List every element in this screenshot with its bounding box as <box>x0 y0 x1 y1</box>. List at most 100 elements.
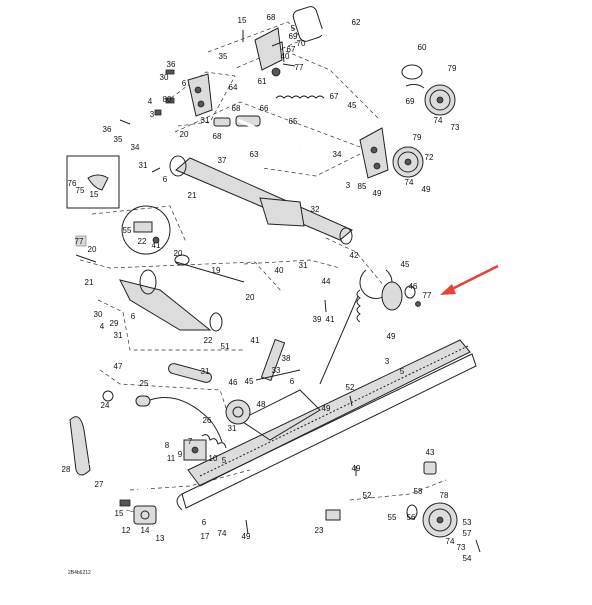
callout-73: 73 <box>457 543 466 552</box>
callout-63: 63 <box>250 150 259 159</box>
inset-box-76 <box>66 155 120 209</box>
spring-washers-65 <box>213 95 325 127</box>
callout-69: 69 <box>289 32 298 41</box>
inset-circle-55 <box>121 205 171 255</box>
figure-code: 2B4b6212 <box>68 570 91 576</box>
callout-3: 3 <box>150 110 155 119</box>
callout-75: 75 <box>76 186 85 195</box>
callout-38: 38 <box>282 354 291 363</box>
callout-7: 7 <box>188 437 193 446</box>
callout-21: 21 <box>85 278 94 287</box>
callout-41: 41 <box>251 336 260 345</box>
callout-37: 37 <box>218 156 227 165</box>
callout-11: 11 <box>167 454 176 463</box>
callout-20: 20 <box>180 130 189 139</box>
callout-44: 44 <box>322 277 331 286</box>
callout-31: 31 <box>114 331 123 340</box>
callout-29: 29 <box>110 319 119 328</box>
callout-20: 20 <box>88 245 97 254</box>
callout-6: 6 <box>163 175 168 184</box>
callout-6: 6 <box>290 377 295 386</box>
callout-22: 22 <box>204 336 213 345</box>
rear-right-bracket <box>359 127 424 179</box>
callout-65: 65 <box>289 117 298 126</box>
callout-22: 22 <box>138 237 147 246</box>
callout-49: 49 <box>387 332 396 341</box>
callout-39: 39 <box>313 315 322 324</box>
callout-68: 68 <box>232 104 241 113</box>
callout-49: 49 <box>422 185 431 194</box>
callout-45: 45 <box>245 377 254 386</box>
callout-26: 26 <box>203 416 212 425</box>
callout-25: 25 <box>140 379 149 388</box>
callout-62: 62 <box>352 18 361 27</box>
callout-64: 64 <box>229 83 238 92</box>
callout-77: 77 <box>75 237 84 246</box>
callout-52: 52 <box>363 491 372 500</box>
callout-45: 45 <box>348 101 357 110</box>
callout-31: 31 <box>228 424 237 433</box>
front-arm-19 <box>95 254 245 332</box>
callout-51: 51 <box>221 342 230 351</box>
assembly-outlines <box>79 21 447 501</box>
callout-78: 78 <box>440 491 449 500</box>
callout-73: 73 <box>451 123 460 132</box>
callout-36: 36 <box>103 125 112 134</box>
callout-34: 34 <box>131 143 140 152</box>
callout-34: 34 <box>333 150 342 159</box>
callout-8: 8 <box>165 441 170 450</box>
callout-69: 69 <box>406 97 415 106</box>
callout-24: 24 <box>101 401 110 410</box>
callout-5: 5 <box>291 24 296 33</box>
callout-32: 32 <box>311 205 320 214</box>
callout-14: 14 <box>141 526 150 535</box>
callout-52: 52 <box>346 383 355 392</box>
callout-21: 21 <box>188 191 197 200</box>
callout-10: 10 <box>209 454 218 463</box>
callout-55: 55 <box>388 513 397 522</box>
callout-47: 47 <box>114 362 123 371</box>
callout-46: 46 <box>409 282 418 291</box>
callout-41: 41 <box>326 315 335 324</box>
callout-31: 31 <box>201 367 210 376</box>
callout-57: 57 <box>463 529 472 538</box>
callout-19: 19 <box>212 266 221 275</box>
callout-4: 4 <box>100 322 105 331</box>
callout-74: 74 <box>218 529 227 538</box>
callout-33: 33 <box>272 366 281 375</box>
callout-67: 67 <box>330 92 339 101</box>
callout-5: 5 <box>222 456 227 465</box>
main-arm-32 <box>169 155 353 245</box>
left-lower-parts <box>69 363 223 497</box>
callout-43: 43 <box>426 448 435 457</box>
callout-5: 5 <box>400 367 405 376</box>
callout-20: 20 <box>174 249 183 258</box>
callout-54: 54 <box>463 554 472 563</box>
callout-15: 15 <box>238 16 247 25</box>
callout-35: 35 <box>114 135 123 144</box>
callout-74: 74 <box>446 537 455 546</box>
callout-61: 61 <box>258 77 267 86</box>
bottom-right-axle <box>291 461 458 538</box>
callout-46: 46 <box>229 378 238 387</box>
callout-4: 4 <box>148 97 153 106</box>
callout-49: 49 <box>322 404 331 413</box>
rear-arm-bracket-upper <box>154 69 213 117</box>
callout-13: 13 <box>156 534 165 543</box>
callout-74: 74 <box>434 116 443 125</box>
callout-45: 45 <box>401 260 410 269</box>
callout-41: 41 <box>152 241 161 250</box>
callout-60: 60 <box>418 43 427 52</box>
callout-49: 49 <box>373 189 382 198</box>
callout-77: 77 <box>295 63 304 72</box>
callout-23: 23 <box>315 526 324 535</box>
callout-49: 49 <box>242 532 251 541</box>
callout-67: 67 <box>287 45 296 54</box>
callout-58: 58 <box>414 487 423 496</box>
callout-35: 35 <box>219 52 228 61</box>
callout-68: 68 <box>267 13 276 22</box>
callout-40: 40 <box>281 52 290 61</box>
callout-80: 80 <box>163 95 172 104</box>
